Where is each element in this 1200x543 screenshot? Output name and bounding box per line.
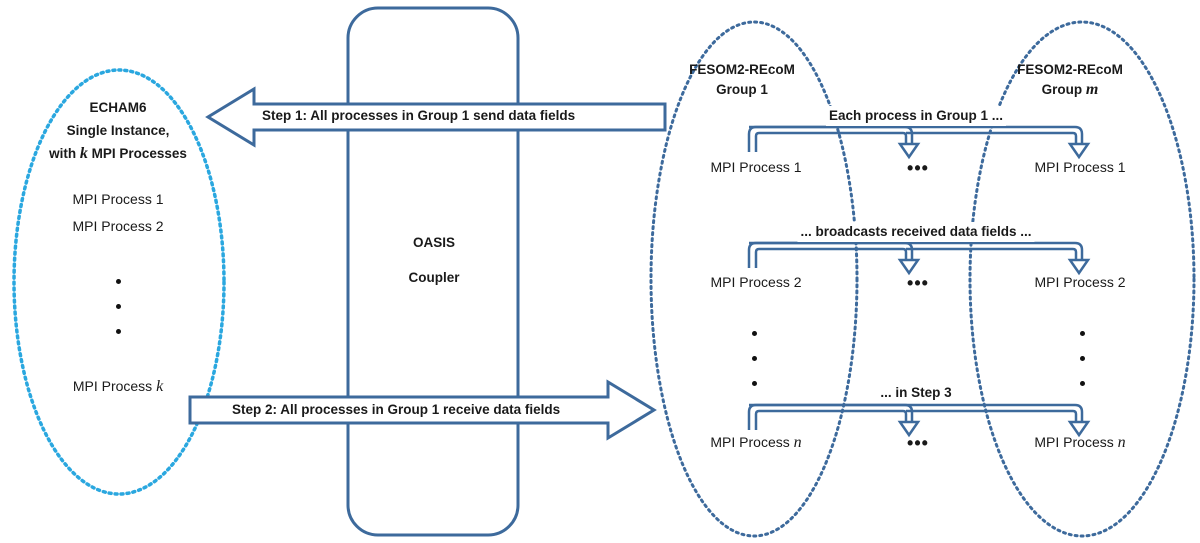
groupm-process-n: MPI Process n bbox=[1034, 434, 1125, 452]
echam-subtitle: Single Instance, bbox=[66, 123, 170, 138]
oasis-title: OASIS bbox=[412, 235, 456, 250]
broadcast-label-3: ... in Step 3 bbox=[877, 383, 955, 403]
echam-count-suffix: MPI Processes bbox=[87, 146, 187, 161]
step2-arrow bbox=[188, 379, 657, 441]
echam-vdots-2 bbox=[116, 304, 121, 309]
echam-process-count: with k MPI Processes bbox=[49, 144, 187, 164]
group1-vdots-1 bbox=[752, 331, 757, 336]
echam-process-1: MPI Process 1 bbox=[72, 191, 164, 207]
oasis-box bbox=[346, 6, 520, 537]
echam-process-k-var: k bbox=[156, 378, 164, 395]
group1-vdots-3 bbox=[752, 381, 757, 386]
groupm-subtitle: Group m bbox=[1042, 80, 1099, 100]
echam-process-2: MPI Process 2 bbox=[72, 218, 164, 234]
groupm-vdots-3 bbox=[1080, 381, 1085, 386]
group1-process-n-prefix: MPI Process bbox=[710, 434, 794, 450]
groupm-process-2: MPI Process 2 bbox=[1034, 274, 1126, 290]
echam-vdots-1 bbox=[116, 279, 121, 284]
broadcast-label-1: Each process in Group 1 ... bbox=[825, 106, 1007, 126]
broadcast-arrows-row3 bbox=[747, 403, 1091, 438]
echam-vdots-3 bbox=[116, 329, 121, 334]
row1-ellipsis: ••• bbox=[907, 158, 929, 178]
step1-label: Step 1: All processes in Group 1 send da… bbox=[262, 108, 575, 123]
group1-subtitle: Group 1 bbox=[716, 82, 768, 97]
broadcast-arrows-row2 bbox=[747, 241, 1091, 276]
group1-process-1: MPI Process 1 bbox=[710, 159, 802, 175]
step1-label-rest: All processes in Group 1 send data field… bbox=[307, 108, 576, 123]
echam-process-k-prefix: MPI Process bbox=[72, 378, 157, 394]
groupm-ellipse bbox=[968, 20, 1196, 538]
step2-label: Step 2: All processes in Group 1 receive… bbox=[232, 402, 561, 417]
groupm-subtitle-var: m bbox=[1085, 81, 1099, 98]
group1-vdots-2 bbox=[752, 356, 757, 361]
groupm-vdots-1 bbox=[1080, 331, 1085, 336]
groupm-process-n-prefix: MPI Process bbox=[1034, 434, 1118, 450]
row3-ellipsis: ••• bbox=[907, 433, 929, 453]
broadcast-label-2: ... broadcasts received data fields ... bbox=[797, 222, 1035, 242]
echam-ellipse bbox=[12, 68, 226, 496]
group1-ellipse bbox=[649, 20, 859, 538]
oasis-subtitle: Coupler bbox=[408, 270, 460, 285]
group1-process-n: MPI Process n bbox=[710, 434, 801, 452]
echam-count-prefix: with bbox=[49, 146, 80, 161]
broadcast-arrows-row1 bbox=[747, 125, 1091, 160]
groupm-process-n-var: n bbox=[1117, 434, 1126, 451]
groupm-process-1: MPI Process 1 bbox=[1034, 159, 1126, 175]
groupm-vdots-2 bbox=[1080, 356, 1085, 361]
echam-process-k: MPI Process k bbox=[73, 378, 163, 396]
groupm-subtitle-prefix: Group bbox=[1041, 82, 1086, 97]
echam-count-var: k bbox=[79, 145, 88, 162]
groupm-title: FESOM2-REcoM bbox=[1017, 62, 1123, 77]
group1-process-n-var: n bbox=[793, 434, 802, 451]
echam-title: ECHAM6 bbox=[89, 100, 147, 115]
step1-arrow bbox=[205, 86, 667, 148]
group1-title: FESOM2-REcoM bbox=[689, 62, 795, 77]
step1-label-bold: Step 1: bbox=[262, 108, 308, 123]
group1-process-2: MPI Process 2 bbox=[710, 274, 802, 290]
row2-ellipsis: ••• bbox=[907, 273, 929, 293]
